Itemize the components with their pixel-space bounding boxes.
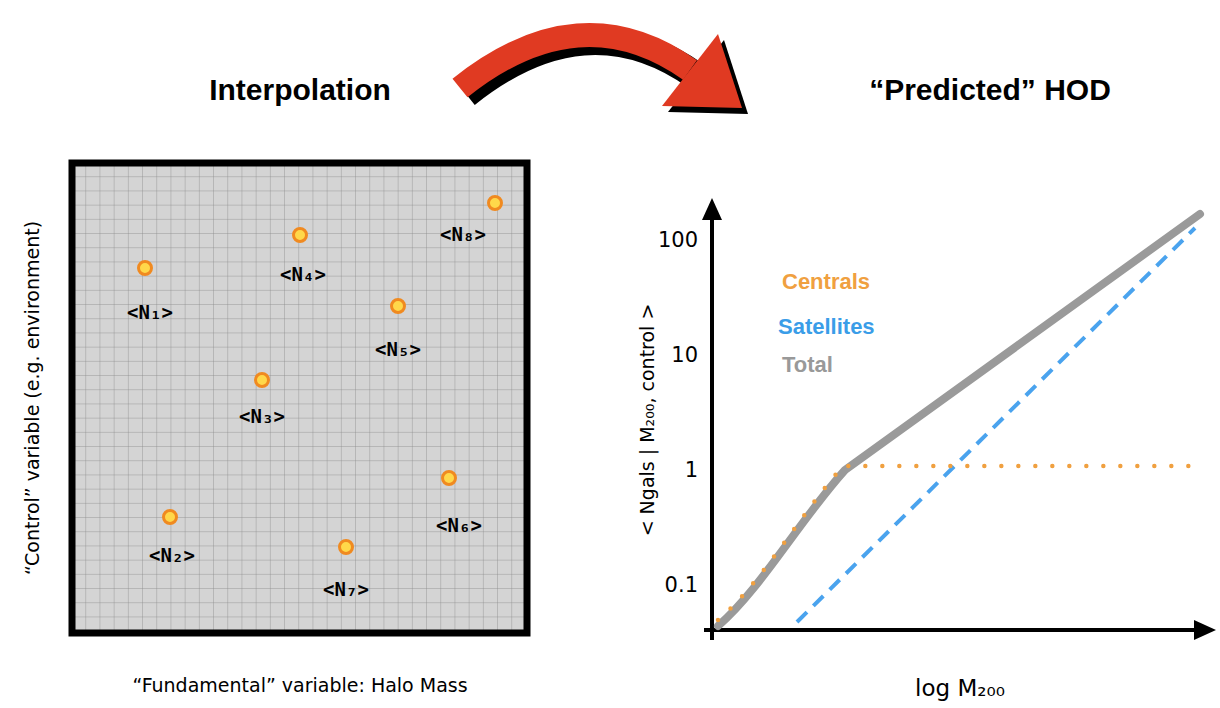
sample-dot [443, 472, 456, 485]
curved-arrow [460, 34, 742, 108]
centrals-curve [718, 466, 1200, 620]
series-label: Centrals [782, 269, 870, 294]
axis-label: < Ngals | M₂₀₀, control > [637, 304, 659, 537]
point-label: <N₈> [440, 224, 486, 246]
sample-dot [139, 262, 152, 275]
sample-dot [164, 511, 177, 524]
axis-label: “Fundamental” variable: Halo Mass [132, 675, 467, 697]
tick-label: 1 [685, 458, 698, 482]
y-axis-head [702, 198, 722, 220]
sample-dot [294, 229, 307, 242]
panel-title: Interpolation [209, 73, 391, 108]
series-label: Satellites [778, 314, 875, 339]
grid-panel [72, 163, 527, 633]
point-label: <N₇> [323, 579, 369, 601]
x-axis-head [1194, 620, 1216, 640]
point-label: <N₅> [375, 339, 421, 361]
axis-label: “Control” variable (e.g. environment) [22, 221, 44, 575]
point-label: <N₄> [280, 264, 326, 286]
tick-label: 10 [671, 343, 698, 367]
total-curve [718, 214, 1200, 626]
sample-dot [340, 541, 353, 554]
arrow-body [460, 35, 690, 88]
point-label: <N₂> [149, 545, 195, 567]
point-label: <N₁> [127, 302, 173, 324]
panel-title: “Predicted” HOD [869, 73, 1111, 108]
sample-points [139, 197, 502, 554]
point-label: <N₆> [436, 515, 482, 537]
point-label: <N₃> [239, 406, 285, 428]
tick-label: 100 [658, 228, 698, 252]
sample-dot [392, 300, 405, 313]
chart-axes [702, 198, 1216, 640]
y-axis [710, 212, 714, 640]
sample-dot [256, 374, 269, 387]
x-axis [704, 628, 1204, 632]
sample-dot [489, 197, 502, 210]
axis-label: log M₂₀₀ [915, 675, 1005, 701]
series-label: Total [782, 352, 833, 377]
arrow-head [662, 34, 742, 108]
tick-label: 0.1 [665, 573, 698, 597]
